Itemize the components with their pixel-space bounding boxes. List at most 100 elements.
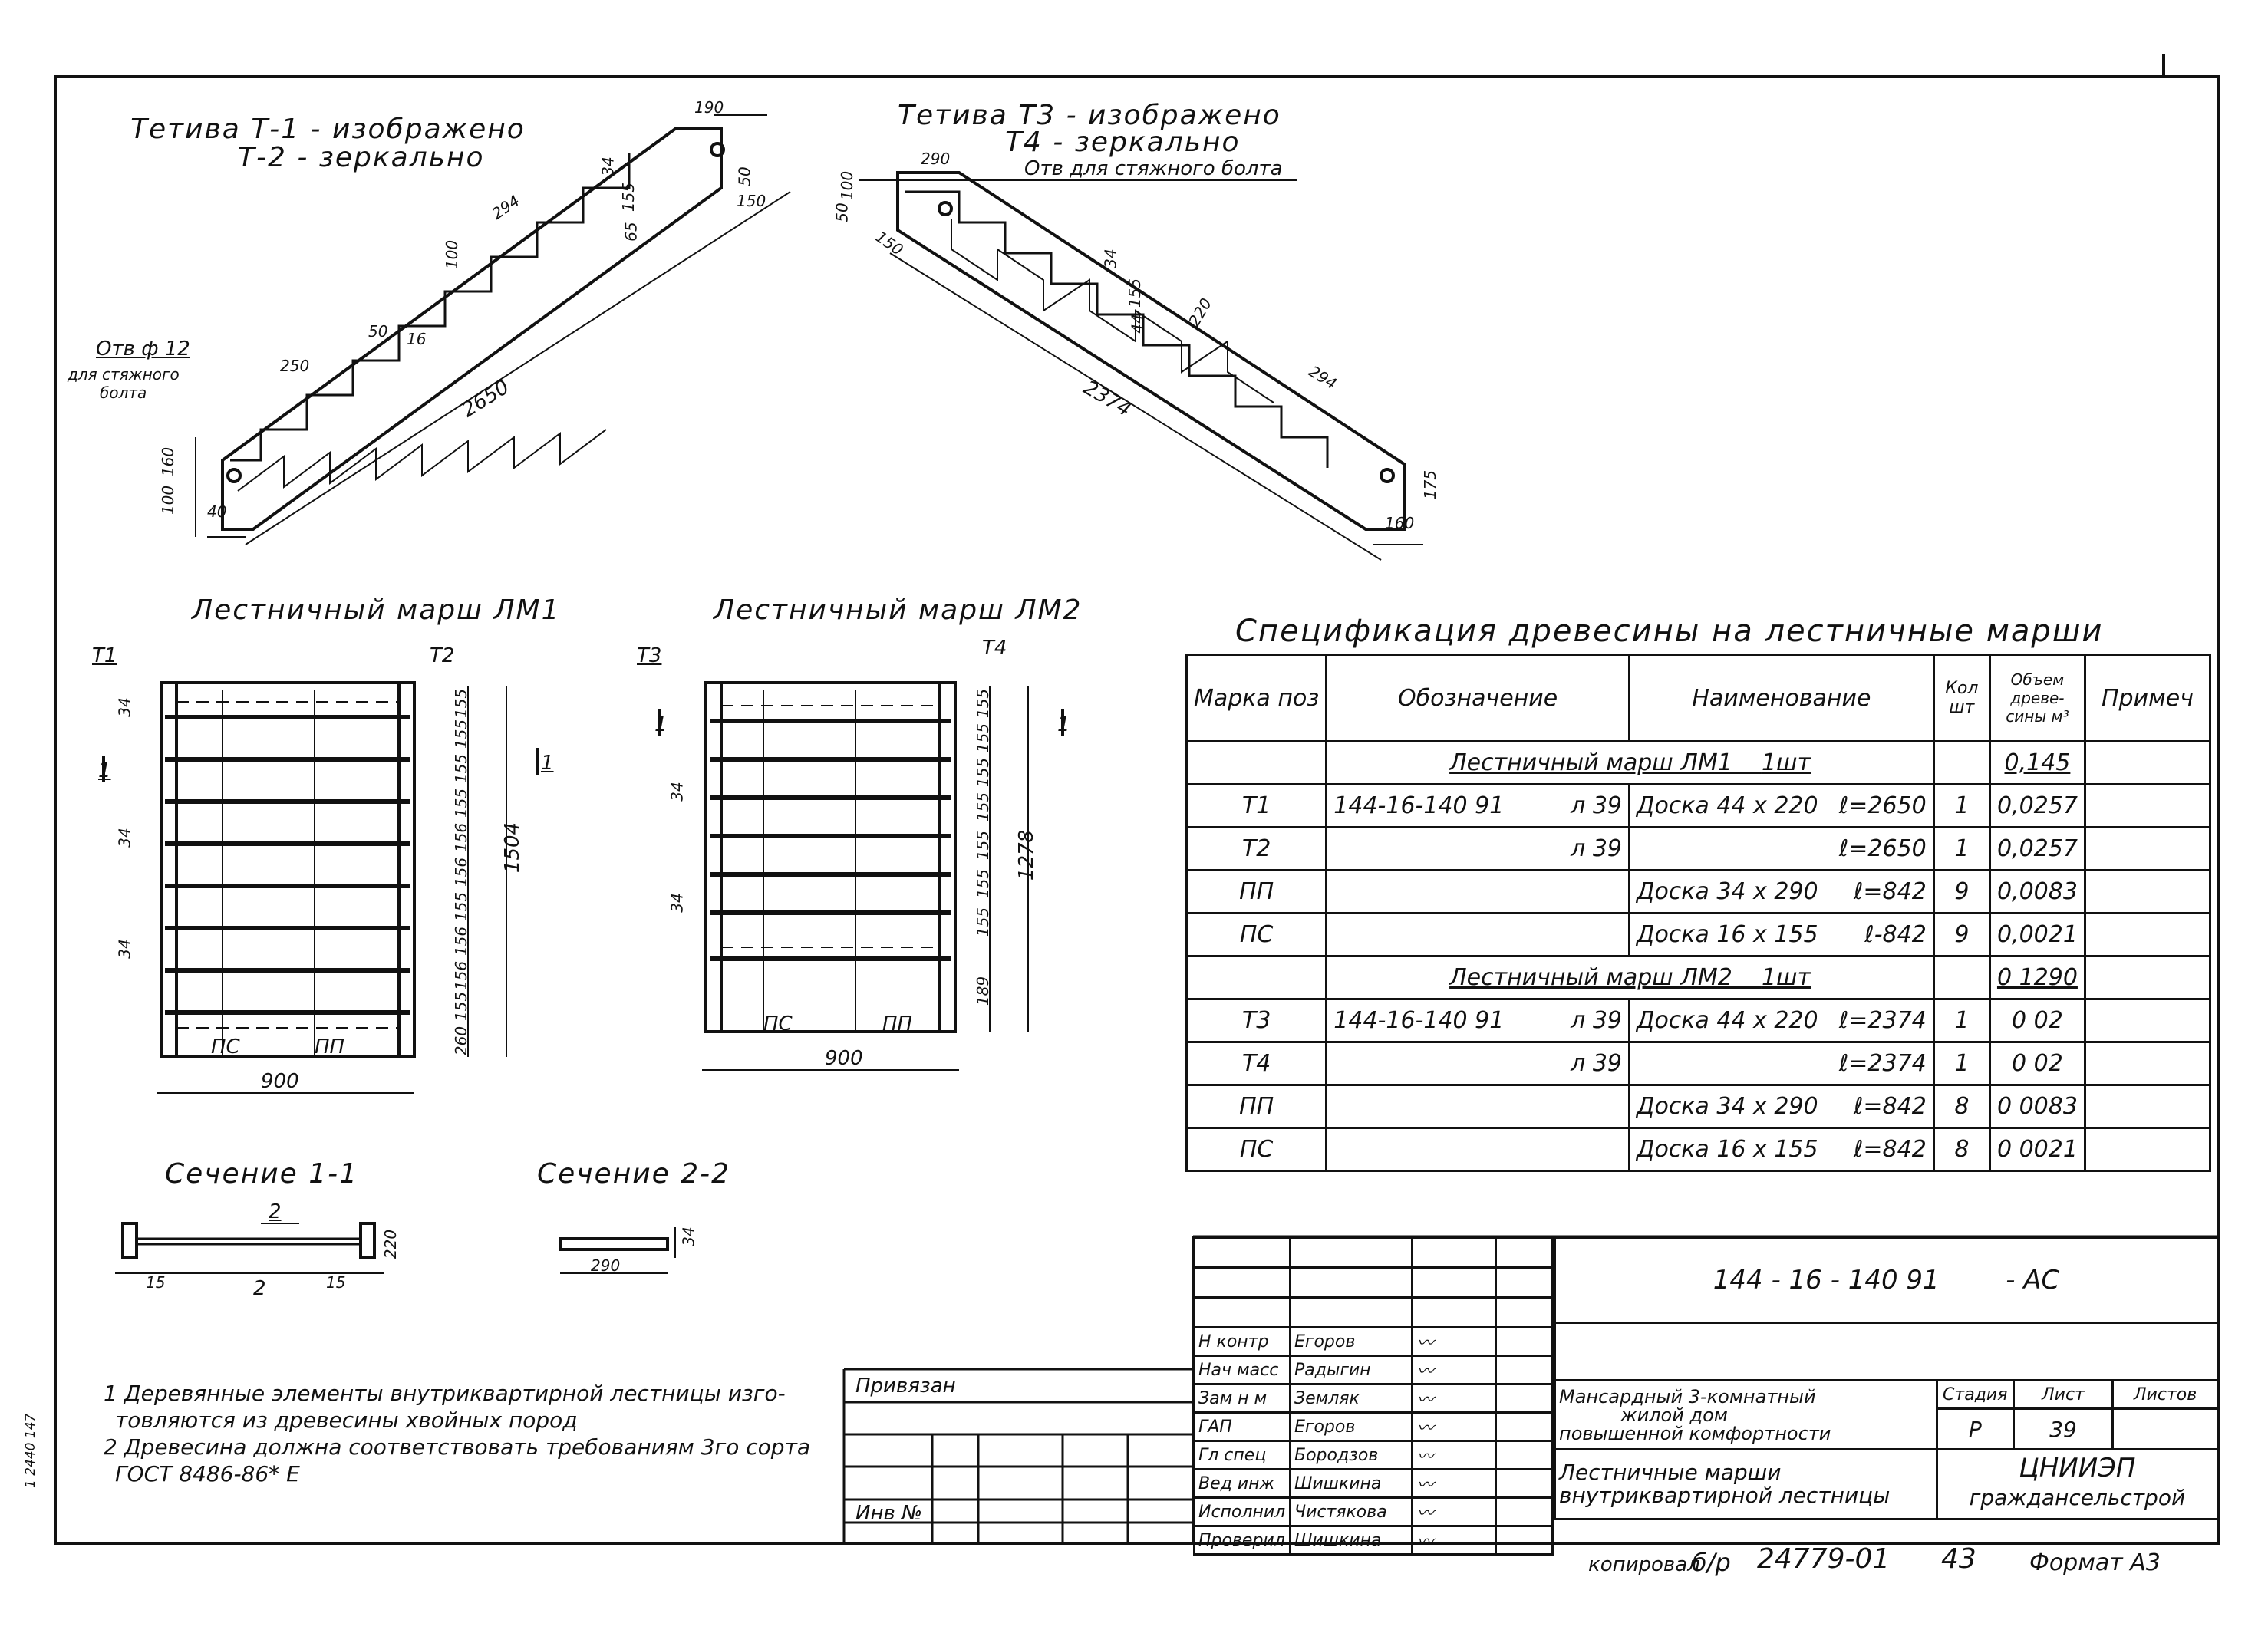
signature-icon: 〰 bbox=[1411, 1411, 1498, 1442]
stamp-tied: Привязан bbox=[855, 1375, 956, 1398]
section-mark-bottom: 2 bbox=[253, 1277, 266, 1300]
stringer-t1-hole-note1: для стяжного bbox=[68, 365, 180, 384]
mark-t3: Т3 bbox=[637, 644, 662, 667]
step-dim: 155 bbox=[974, 723, 993, 753]
dim-label: 290 bbox=[921, 150, 951, 168]
riser-dim: 34 bbox=[115, 828, 134, 848]
note-line: 2 Древесина должна соответствовать требо… bbox=[104, 1434, 811, 1460]
mark-pp: ПП bbox=[315, 1035, 345, 1058]
spec-header-volume: Объем древе-сины м³ bbox=[1988, 654, 2086, 742]
spec-group-volume: 0 1290 bbox=[1988, 955, 2086, 1000]
note-line: 1 Деревянные элементы внутриквартирной л… bbox=[104, 1381, 786, 1406]
dim-label: 34 bbox=[598, 156, 618, 176]
dim-label: 65 bbox=[621, 222, 641, 242]
footer-number: 24779-01 bbox=[1757, 1543, 1891, 1575]
step-dim: 156 bbox=[452, 926, 471, 956]
step-dim: 155 bbox=[452, 753, 471, 784]
signature-icon: 〰 bbox=[1411, 1355, 1498, 1385]
step-dim: 155 bbox=[452, 688, 471, 719]
dim-label: 50 bbox=[368, 322, 388, 341]
dim-label: 44 bbox=[1128, 314, 1147, 334]
signature-icon: 〰 bbox=[1411, 1383, 1498, 1414]
dim-label: 175 bbox=[1421, 469, 1440, 500]
stringer-t3-subtitle: Т4 - зеркально bbox=[1005, 127, 1241, 158]
stamp-sheet-header: Лист bbox=[2012, 1379, 2115, 1410]
dim-label: 100 bbox=[159, 485, 178, 515]
dim-label: 15 bbox=[146, 1273, 166, 1292]
section-2-2-drawing bbox=[559, 1227, 676, 1274]
stringer-t1-title: Тетива Т-1 - изображено bbox=[130, 114, 526, 145]
signature-icon: 〰 bbox=[1411, 1468, 1498, 1499]
footer-copied: копировал bbox=[1588, 1553, 1700, 1576]
dim-label: 40 bbox=[207, 502, 227, 521]
step-dim: 155 bbox=[452, 991, 471, 1022]
stamp-stage-header: Стадия bbox=[1935, 1379, 2015, 1410]
stamp-sheets-header: Листов bbox=[2111, 1379, 2219, 1410]
stringer-t1-hole-note2: болта bbox=[100, 384, 147, 402]
spec-header-qty: Кол шт bbox=[1932, 654, 1991, 742]
spec-header-name: Наименование bbox=[1628, 654, 1935, 742]
spec-header-row: Марка поз Обозначение Наименование Кол ш… bbox=[1185, 654, 2212, 742]
step-dim: 155 bbox=[974, 830, 993, 861]
dim-label: 250 bbox=[280, 357, 310, 375]
march-lm2-drawing bbox=[658, 681, 1064, 1071]
dim-label: 220 bbox=[381, 1229, 401, 1259]
step-dim: 155 bbox=[452, 719, 471, 749]
note-line: товляются из древесины хвойных пород bbox=[115, 1407, 578, 1433]
stringer-t3-title: Тетива Т3 - изображено bbox=[898, 100, 1281, 131]
section-mark-right: 1 bbox=[1057, 713, 1070, 736]
march-lm1-width: 900 bbox=[261, 1070, 299, 1093]
stamp-code: 144 - 16 - 140 91 - АС bbox=[1554, 1236, 2219, 1324]
march-lm2-title: Лестничный марш ЛМ2 bbox=[714, 594, 1083, 626]
title-block-lines bbox=[842, 1235, 2219, 1543]
dim-label: 190 bbox=[694, 98, 724, 117]
table-row: Т2 л 39 ℓ=2650 1 0,0257 bbox=[1185, 826, 2212, 871]
signature-icon: 〰 bbox=[1411, 1326, 1498, 1357]
spec-group-name: Лестничный марш ЛМ1 1шт bbox=[1325, 740, 1935, 785]
step-dim: 260 bbox=[452, 1026, 471, 1056]
step-dim: 155 bbox=[974, 907, 993, 937]
march-lm1-drawing bbox=[102, 681, 539, 1094]
dim-label: 34 bbox=[679, 1226, 698, 1246]
dim-label: 155 bbox=[1126, 278, 1145, 308]
march-lm1-height: 1504 bbox=[501, 821, 525, 874]
spec-table: Марка поз Обозначение Наименование Кол ш… bbox=[1185, 654, 2212, 1172]
stamp-main-table: 144 - 16 - 140 91 - АС Мансардный 3-комн… bbox=[1554, 1236, 2220, 1520]
stamp-sheet: 39 bbox=[2012, 1407, 2115, 1450]
mark-pp: ПП bbox=[882, 1012, 913, 1035]
dim-label: 100 bbox=[838, 170, 857, 201]
footer-format: Формат А3 bbox=[2029, 1549, 2161, 1576]
dim-label: 16 bbox=[407, 330, 427, 348]
margin-code: 1 2440 147 bbox=[23, 1413, 38, 1488]
stringer-t1-subtitle: Т-2 - зеркально bbox=[238, 142, 485, 173]
riser-dim: 34 bbox=[668, 782, 687, 802]
mark-t1: Т1 bbox=[92, 644, 117, 667]
section-2-2-title: Сечение 2-2 bbox=[537, 1158, 731, 1190]
step-dim: 155 bbox=[974, 868, 993, 899]
mark-t2: Т2 bbox=[430, 644, 455, 667]
riser-dim: 34 bbox=[115, 939, 134, 959]
march-lm2-height: 1278 bbox=[1015, 829, 1039, 881]
section-mark-left: 1 bbox=[98, 759, 111, 782]
section-mark-top: 2 bbox=[269, 1200, 282, 1223]
step-dim: 155 bbox=[974, 757, 993, 788]
dim-label: 160 bbox=[1385, 514, 1415, 532]
spec-header-code: Обозначение bbox=[1325, 654, 1630, 742]
march-lm2-width: 900 bbox=[825, 1047, 863, 1070]
dim-label: 155 bbox=[619, 182, 638, 212]
stringer-t1-drawing bbox=[195, 114, 791, 545]
